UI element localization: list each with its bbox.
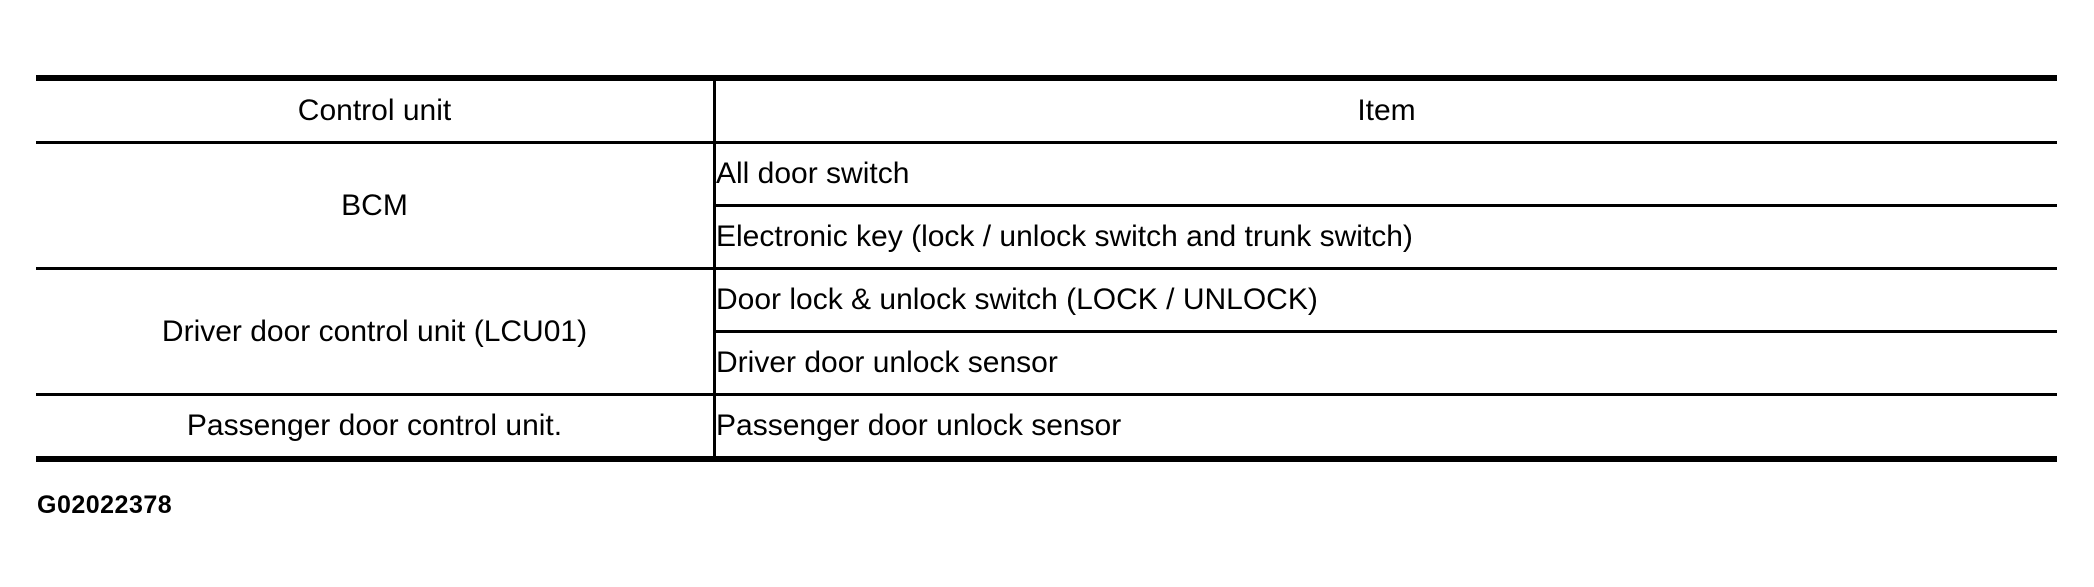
cell-item-door-lock-unlock-switch: Door lock & unlock switch (LOCK / UNLOCK… [714, 268, 2057, 333]
table-row: Passenger door control unit. Passenger d… [36, 394, 2057, 461]
cell-item-all-door-switch: All door switch [714, 142, 2057, 207]
cell-control-unit-passenger-door: Passenger door control unit. [36, 394, 716, 461]
cell-control-unit-bcm: BCM [36, 142, 716, 270]
table-row: BCM All door switch [36, 142, 2057, 270]
cell-control-unit-driver-door: Driver door control unit (LCU01) [36, 268, 716, 396]
header-control-unit: Control unit [36, 78, 716, 144]
cell-item-electronic-key: Electronic key (lock / unlock switch and… [714, 205, 2057, 270]
figure-id-label: G02022378 [37, 491, 173, 519]
cell-item-passenger-door-unlock-sensor: Passenger door unlock sensor [714, 394, 2057, 461]
table-row: Electronic key (lock / unlock switch and… [36, 205, 2057, 270]
header-item: Item [714, 78, 2057, 144]
table-row: Driver door unlock sensor [36, 331, 2057, 396]
cell-item-driver-door-unlock-sensor: Driver door unlock sensor [714, 331, 2057, 396]
control-unit-item-table: Control unit Item BCM All door switch El… [36, 75, 2057, 462]
table-row: Driver door control unit (LCU01) Door lo… [36, 268, 2057, 396]
table-header-row: Control unit Item [36, 78, 2057, 144]
